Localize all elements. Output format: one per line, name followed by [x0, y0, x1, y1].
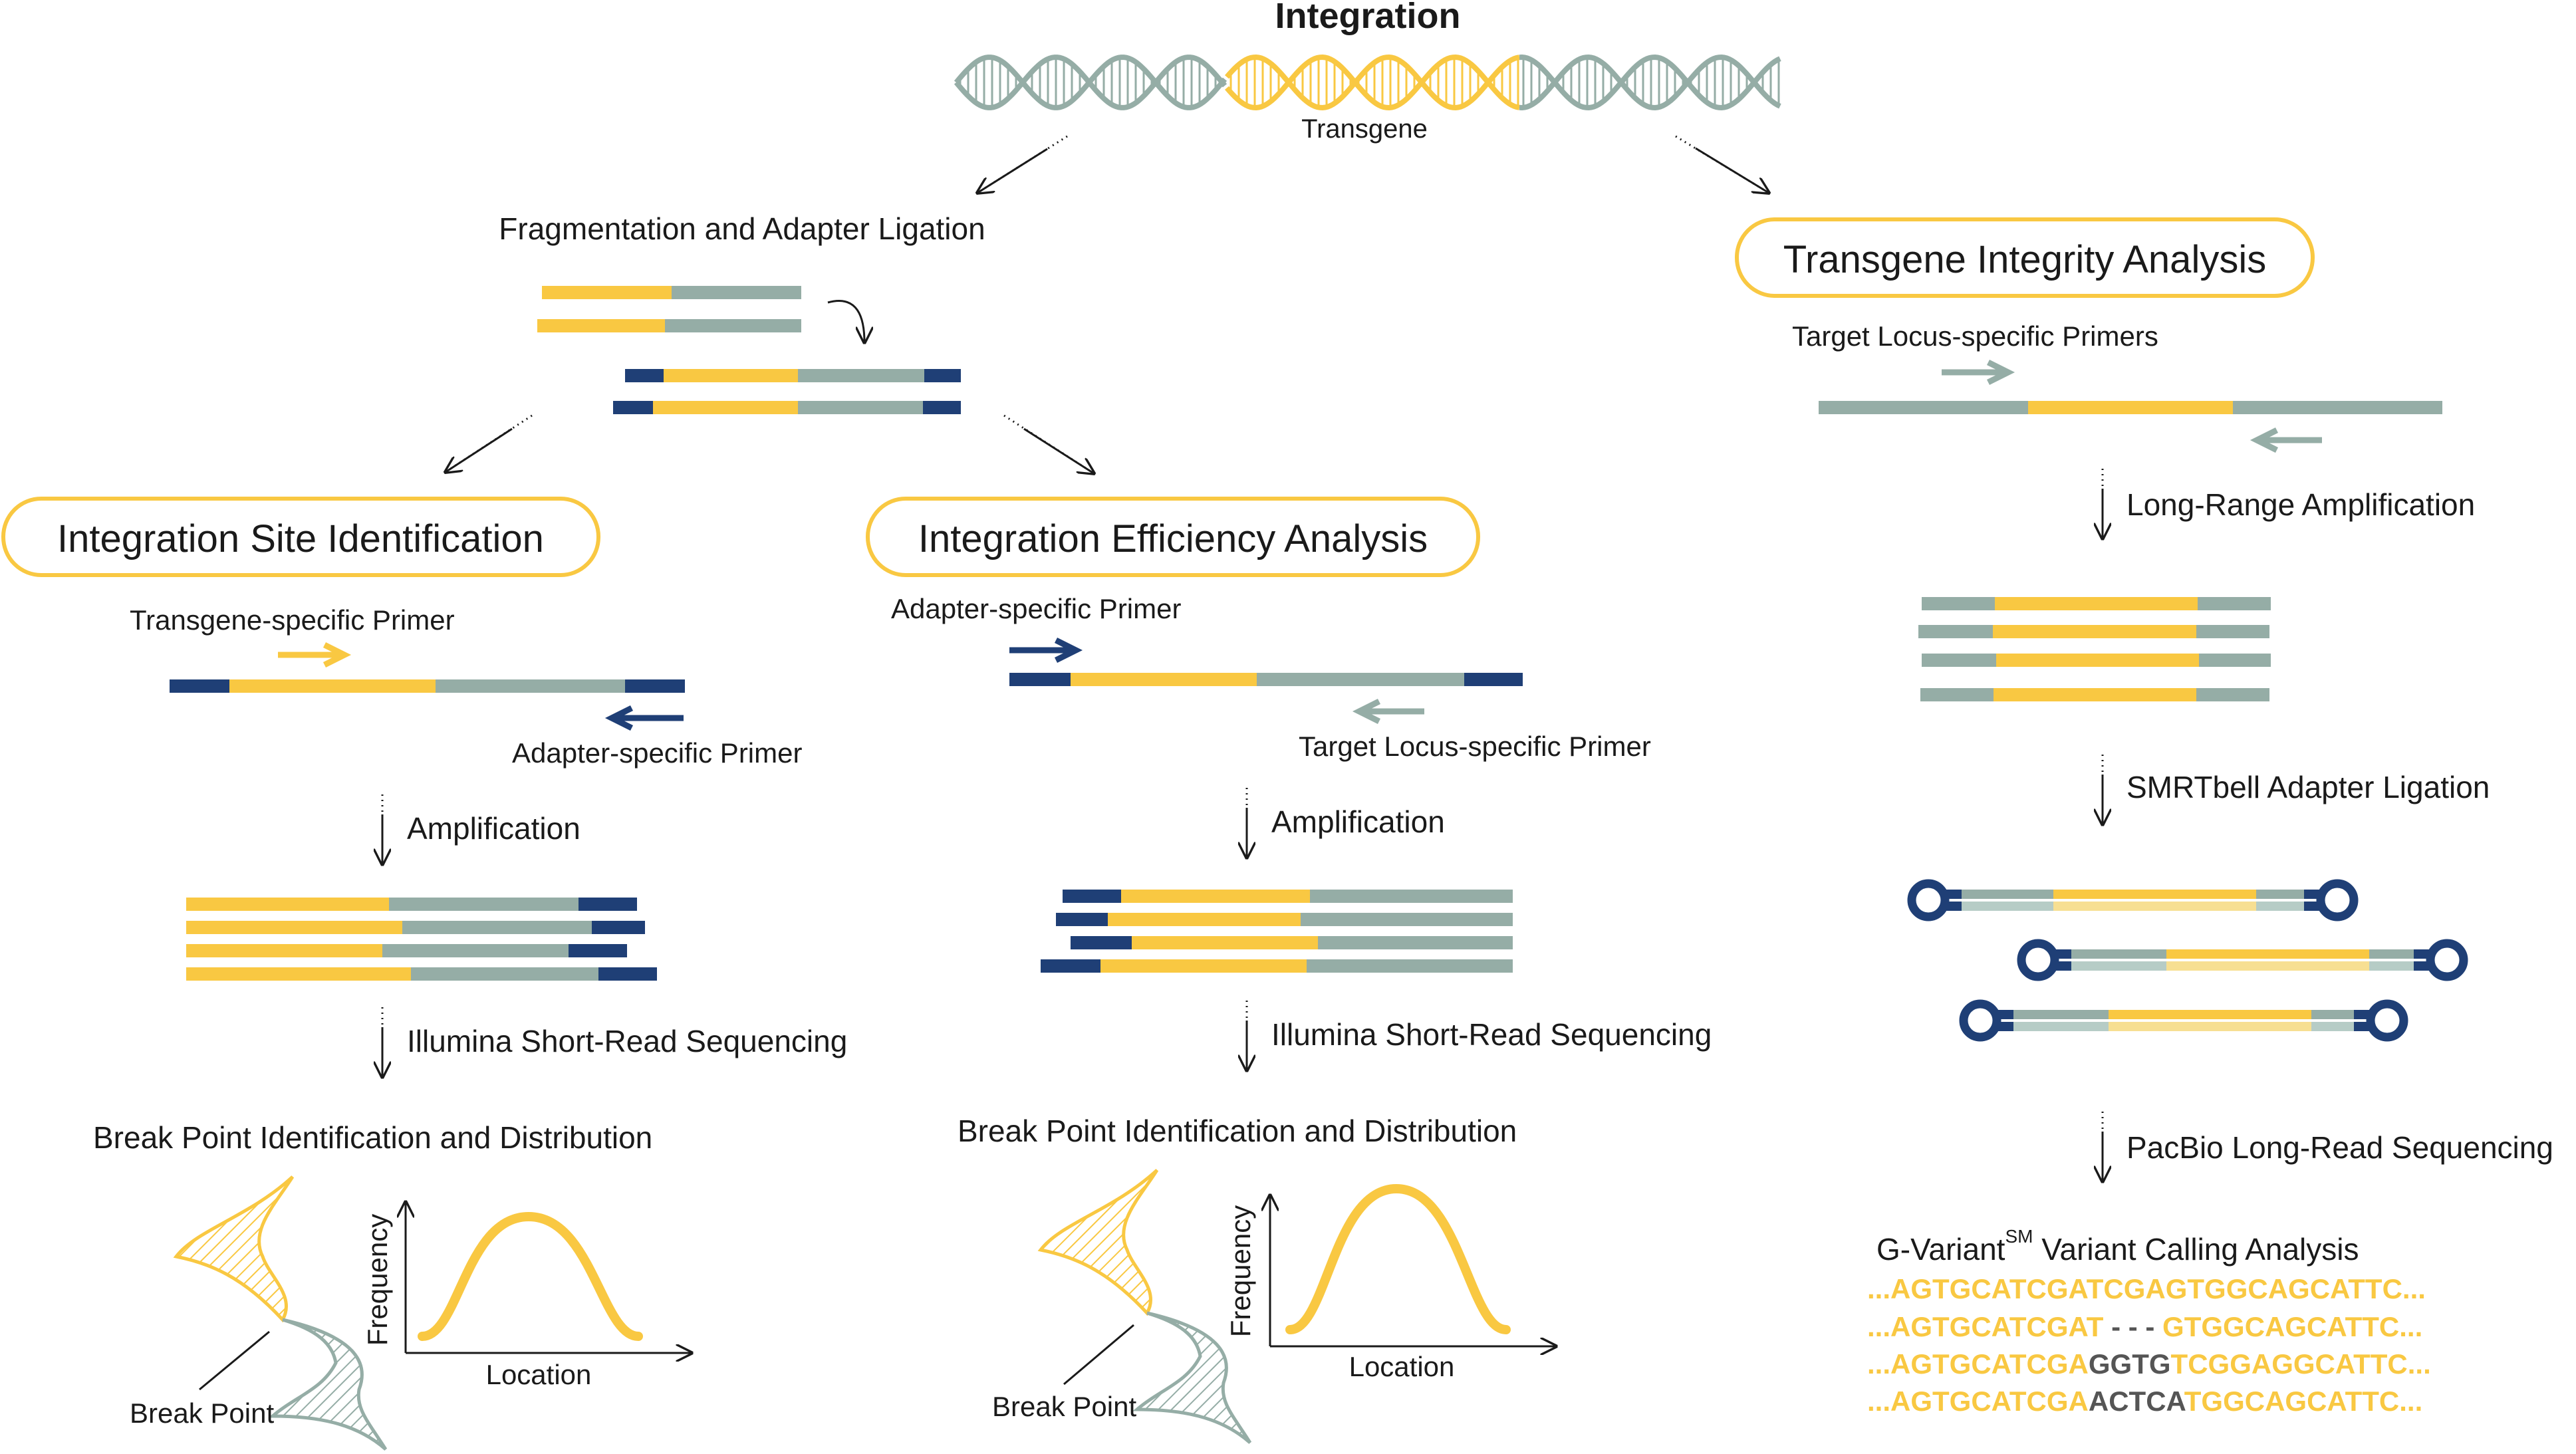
efficiency-step2: Illumina Short-Read Sequencing	[1271, 1017, 1712, 1052]
site-id-breakpoint-helix	[173, 1175, 388, 1451]
efficiency-forward-primer-arrow	[1009, 637, 1083, 664]
diagram-title: Integration	[1275, 0, 1461, 36]
integrity-panel: Transgene Integrity Analysis Target Locu…	[1735, 217, 2553, 1417]
integrity-step2: SMRTbell Adapter Ligation	[2126, 770, 2490, 804]
efficiency-distribution-plot: Frequency Location	[1225, 1183, 1556, 1382]
sequence-row: ...AGTGCATCGAT - - - GTGGCAGCATTC...	[1867, 1311, 2422, 1342]
sequence-row: ...AGTGCATCGATCGAGTGGCAGCATTC...	[1867, 1273, 2426, 1304]
efficiency-step1: Amplification	[1271, 804, 1445, 839]
fragment-pair-ligated	[613, 369, 961, 414]
top-dna-helix	[954, 54, 1781, 111]
efficiency-title: Integration Efficiency Analysis	[918, 517, 1428, 560]
site-id-breakpoint-pointer	[199, 1330, 270, 1391]
site-id-y-label: Frequency	[362, 1214, 393, 1346]
efficiency-breakpoint-pointer	[1063, 1324, 1134, 1386]
integrity-primer-label: Target Locus-specific Primers	[1792, 320, 2158, 352]
site-id-distribution-plot: Frequency Location	[362, 1202, 692, 1390]
site-id-amplicons	[186, 898, 657, 981]
split-arrow-left	[446, 427, 513, 472]
site-id-primer-bottom: Adapter-specific Primer	[512, 737, 802, 769]
variant-calling-suffix: Variant Calling Analysis	[2033, 1232, 2359, 1267]
integrity-amplicons	[1918, 597, 2271, 701]
efficiency-x-label: Location	[1349, 1351, 1455, 1382]
site-id-result: Break Point Identification and Distribut…	[93, 1120, 652, 1155]
site-id-breakpoint-label: Break Point	[130, 1397, 274, 1429]
efficiency-title-pill	[866, 497, 1480, 577]
branch-arrow-left	[977, 148, 1048, 193]
site-id-frequency-curve	[418, 1211, 643, 1341]
fragmentation-label: Fragmentation and Adapter Ligation	[499, 211, 985, 246]
site-id-template-strand	[170, 679, 685, 693]
efficiency-amplicons	[1041, 890, 1513, 973]
efficiency-frequency-curve	[1285, 1183, 1511, 1334]
fragment-pair-before	[537, 286, 801, 332]
integrity-forward-primer-arrow	[1942, 359, 2015, 386]
efficiency-primer-top: Adapter-specific Primer	[891, 593, 1181, 624]
variant-calling-title: G-VariantSM Variant Calling Analysis	[1876, 1226, 2359, 1267]
site-id-title-pill	[1, 497, 600, 577]
transgene-label: Transgene	[1301, 114, 1428, 144]
efficiency-primer-bottom: Target Locus-specific Primer	[1299, 731, 1651, 762]
split-arrow-right	[1023, 427, 1094, 473]
site-id-forward-primer-arrow	[278, 642, 352, 668]
site-id-x-label: Location	[486, 1359, 592, 1390]
site-id-title: Integration Site Identification	[57, 517, 544, 560]
variant-sequences: ...AGTGCATCGATCGAGTGGCAGCATTC... ...AGTG…	[1867, 1273, 2431, 1417]
efficiency-panel: Integration Efficiency Analysis Adapter-…	[866, 497, 1712, 1444]
site-id-panel: Integration Site Identification Transgen…	[1, 497, 847, 1451]
efficiency-result: Break Point Identification and Distribut…	[958, 1114, 1517, 1148]
efficiency-y-label: Frequency	[1225, 1205, 1256, 1337]
smrtbell-molecules	[1907, 879, 2468, 1042]
ligation-curved-arrow	[827, 300, 864, 343]
site-id-step1: Amplification	[407, 811, 580, 846]
site-id-primer-top: Transgene-specific Primer	[130, 604, 455, 636]
efficiency-breakpoint-label: Break Point	[992, 1391, 1136, 1422]
variant-calling-prefix: G-Variant	[1876, 1232, 2005, 1267]
sequence-row: ...AGTGCATCGAGGTGTCGGAGGCATTC...	[1867, 1348, 2431, 1380]
integrity-template-strand	[1819, 401, 2442, 414]
integrity-reverse-primer-arrow	[2250, 427, 2322, 453]
site-id-reverse-primer-arrow	[604, 705, 684, 731]
integrity-title: Transgene Integrity Analysis	[1783, 238, 2266, 281]
efficiency-breakpoint-helix	[1037, 1169, 1252, 1444]
site-id-step2: Illumina Short-Read Sequencing	[407, 1024, 847, 1058]
integrity-step3: PacBio Long-Read Sequencing	[2126, 1130, 2553, 1165]
integrity-step1: Long-Range Amplification	[2126, 487, 2475, 522]
variant-calling-sup: SM	[2005, 1226, 2033, 1247]
integrity-title-pill	[1735, 217, 2315, 298]
sequence-row: ...AGTGCATCGAACTCATGGCAGCATTC...	[1867, 1386, 2422, 1417]
efficiency-reverse-primer-arrow	[1352, 698, 1424, 725]
branch-arrow-right	[1695, 147, 1769, 193]
efficiency-template-strand	[1009, 673, 1523, 686]
